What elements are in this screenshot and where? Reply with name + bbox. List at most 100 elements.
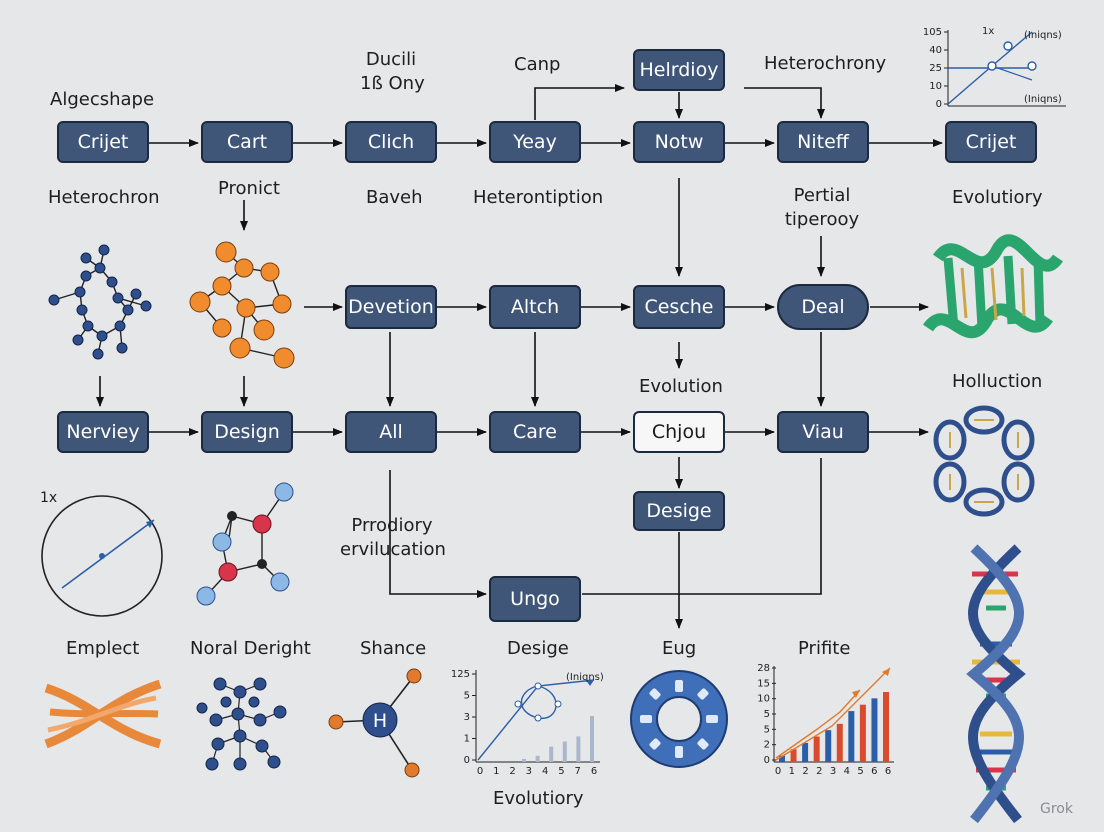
node-care: Care (489, 411, 581, 453)
mcm-bar (549, 746, 554, 762)
mcr-xtick: 4 (844, 766, 850, 777)
node-altch: Altch (489, 285, 581, 329)
mcr-xtick: 6 (871, 766, 877, 777)
mcm-xtick: 2 (509, 766, 515, 777)
mcm-ytick: 125 (451, 669, 470, 680)
dna-helix-icon (966, 544, 1026, 824)
mcr-xtick: 0 (775, 766, 781, 777)
mcr-ytick: 10 (757, 694, 770, 705)
mcr-ytick: 28 (757, 663, 770, 674)
mct-ytick: 25 (929, 63, 942, 74)
mcr-bar (825, 730, 832, 762)
mcm-ytick: 1 (464, 734, 470, 745)
mcr-bar (836, 723, 843, 762)
mcr-xtick: 2 (816, 766, 822, 777)
label-baveh: Baveh (366, 187, 423, 208)
mcr-bar (813, 736, 820, 762)
h-atom-label: H (373, 710, 387, 732)
hydrogen-atom-icon: H (328, 668, 422, 778)
label-evolutiory-top: Evolutiory (952, 187, 1043, 208)
orange-fiber-icon (44, 679, 162, 749)
label-evolutiory-bottom: Evolutiory (493, 788, 584, 809)
node-devetion: Devetion (345, 285, 437, 329)
node-helrdioy: Helrdioy (633, 49, 725, 91)
mcr-ytick: 5 (764, 709, 770, 720)
mct-legend-bottom: (Iniqns) (1024, 94, 1062, 105)
node-design: Design (201, 411, 293, 453)
node-all: All (345, 411, 437, 453)
mcr-ytick: 2 (764, 740, 770, 751)
label-eug: Eug (662, 638, 697, 659)
label-evolution: Evolution (639, 376, 723, 397)
mcm-xtick: 7 (575, 766, 581, 777)
mcr-bar (883, 692, 889, 762)
blue-protein-ring-icon (933, 405, 1035, 517)
label-heterochron: Heterochron (48, 187, 160, 208)
mcr-xtick: 1 (789, 766, 795, 777)
mcm-xtick: 6 (591, 766, 597, 777)
mcr-bar (790, 749, 797, 762)
mct-ytick: 105 (923, 27, 942, 38)
label-pronict: Pronict (218, 178, 280, 199)
mcr-xtick: 2 (802, 766, 808, 777)
label-1x: 1x (40, 490, 58, 506)
arrow-prrodiory-ungo (389, 470, 487, 598)
label-desige-bottom: Desige (507, 638, 569, 659)
label-heterochrony: Heterochrony (764, 53, 887, 74)
label-heterontiption: Heterontiption (473, 187, 604, 208)
watermark-grok: Grok (1040, 801, 1073, 817)
node-desige: Desige (633, 491, 725, 531)
mct-corner-label: 1x (982, 26, 994, 37)
blue-ring-icon (630, 670, 728, 768)
node-chjou: Chjou (633, 411, 725, 453)
circle-vector-icon (41, 495, 163, 617)
mcr-xtick: 6 (885, 766, 891, 777)
mcr-bar (871, 698, 878, 762)
mcr-xtick: 3 (830, 766, 836, 777)
node-notw: Notw (633, 121, 725, 163)
node-cart: Cart (201, 121, 293, 163)
mcr-bar (859, 704, 866, 762)
mcm-bar (522, 758, 526, 762)
label-holluction: Holluction (952, 371, 1043, 392)
mcm-ytick: 5 (464, 691, 470, 702)
mcr-bar (802, 742, 809, 762)
label-prifite: Prifite (798, 638, 851, 659)
node-cesche: Cesche (633, 285, 725, 329)
node-crijet: Crijet (57, 121, 149, 163)
arrow-yeay-helrdioy (534, 84, 625, 120)
mcm-bar (590, 716, 594, 762)
node-deal: Deal (777, 284, 869, 330)
mct-ytick: 40 (929, 45, 942, 56)
node-ungo: Ungo (489, 576, 581, 622)
label-shance: Shance (360, 638, 427, 659)
mcr-bar (848, 711, 855, 762)
mcm-ytick: 0 (464, 755, 470, 766)
mcr-ytick: 15 (757, 678, 770, 689)
orange-molecule-icon (189, 241, 295, 369)
node-clich: Clich (345, 121, 437, 163)
mcr-ytick: 0 (764, 755, 770, 766)
mcm-legend: (Iniqns) (566, 672, 604, 683)
network-molecule-icon (48, 244, 152, 360)
mcr-bar (779, 755, 785, 762)
node-yeay: Yeay (489, 121, 581, 163)
blue-cluster-molecule-icon (196, 677, 287, 771)
mcm-bar (535, 755, 540, 762)
arrow-heterochrony-niteff (744, 87, 825, 119)
mcm-xtick: 4 (542, 766, 548, 777)
red-blue-molecule-icon (196, 482, 294, 606)
mct-ytick: 10 (929, 81, 942, 92)
node-niteff: Niteff (777, 121, 869, 163)
mcr-ytick: 5 (764, 724, 770, 735)
label-emplect: Emplect (66, 638, 140, 659)
mcm-xtick: 5 (558, 766, 564, 777)
node-nerviey: Nerviey (57, 411, 149, 453)
